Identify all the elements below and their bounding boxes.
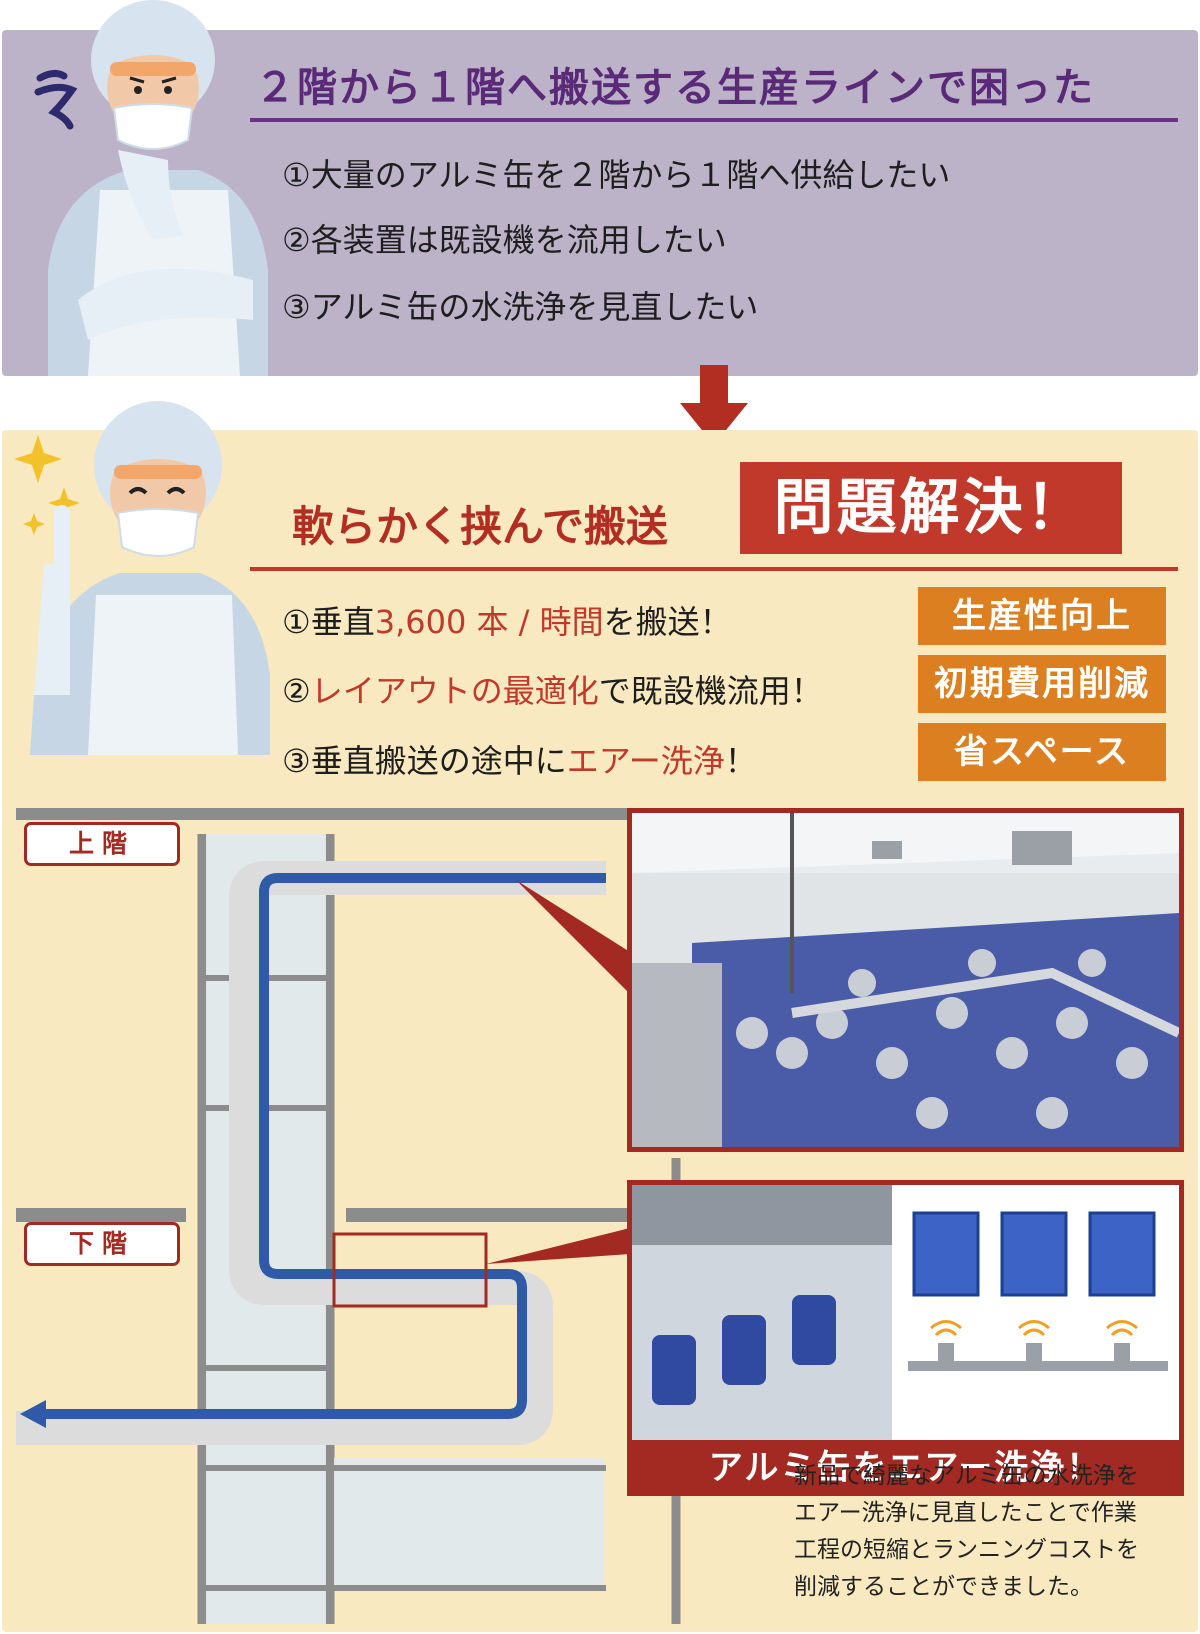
conveyor-layout-diagram [16,808,754,1624]
happy-worker-illustration [14,401,270,755]
floor-slab-left [16,1208,186,1222]
result-note: 新品で綺麗なアルミ缶の水洗浄を エアー洗浄に見直したことで作業 工程の短縮とラン… [794,1458,1184,1606]
solution-item-3-highlight: エアー洗浄 [566,742,725,780]
solution-item-1: ①垂直3,600 本 / 時間を搬送！ [282,597,732,643]
solution-item-2-pre: ② [282,672,311,710]
solution-title-underline [250,567,1178,571]
problem-title-underline [250,118,1178,122]
solution-item-2-post: で既設機流用！ [598,672,823,710]
solution-item-1-post: を搬送！ [603,603,732,641]
air-cleaning-zone-marker [332,1232,488,1308]
solution-title: 軟らかく挟んで搬送 [292,502,668,551]
ceiling-slab [16,808,754,820]
air-cleaning-caption: アルミ缶をエアー洗浄！ [627,1440,1184,1496]
lower-floor-label: 下階 [24,1222,180,1266]
conveyor-path-shadow [16,861,606,1445]
badge-space-saving: 省スペース [918,723,1166,781]
lower-photo-pointer [486,1228,630,1264]
air-cleaning-photo [627,1180,1184,1486]
flow-arrowhead-icon [20,1400,46,1428]
upper-photo-pointer [516,880,630,994]
solution-item-1-highlight: 3,600 本 / 時間 [374,603,604,641]
sparkle-icon [14,435,80,535]
result-note-line-4: 削減することができました。 [794,1574,1093,1600]
result-note-line-3: 工程の短縮とランニングコストを [794,1537,1139,1563]
factory-conveyor-photo [627,808,1184,1152]
solution-item-1-pre: ①垂直 [282,603,375,641]
down-arrow-icon [680,365,748,445]
problem-item-1: ①大量のアルミ缶を２階から１階へ供給したい [282,156,951,194]
result-note-line-2: エアー洗浄に見直したことで作業 [794,1500,1137,1526]
solution-item-3-pre: ③垂直搬送の途中に [282,742,567,780]
worry-squiggle-icon [34,69,78,130]
problem-item-2: ②各装置は既設機を流用したい [282,221,727,259]
problem-solved-text: 問題解決！ [773,473,1089,543]
worried-worker-illustration [34,0,268,376]
problem-title: ２階から１階へ搬送する生産ラインで困った [255,65,1095,111]
badge-initial-cost: 初期費用削減 [918,655,1166,713]
result-note-line-1: 新品で綺麗なアルミ缶の水洗浄を [794,1463,1139,1489]
badge-productivity: 生産性向上 [918,587,1166,645]
conveyor-path [38,873,606,1419]
floor-slab-right [346,1208,646,1222]
problem-item-3: ③アルミ缶の水洗浄を見直したい [282,288,759,326]
solution-item-3: ③垂直搬送の途中にエアー洗浄！ [282,736,757,782]
upper-floor-label: 上階 [24,822,180,866]
solution-item-3-post: ！ [724,742,757,780]
solution-item-2-highlight: レイアウトの最適化 [310,672,599,710]
solution-item-2: ②レイアウトの最適化で既設機流用！ [282,666,823,712]
problem-solved-stamp: 問題解決！ [740,462,1122,554]
